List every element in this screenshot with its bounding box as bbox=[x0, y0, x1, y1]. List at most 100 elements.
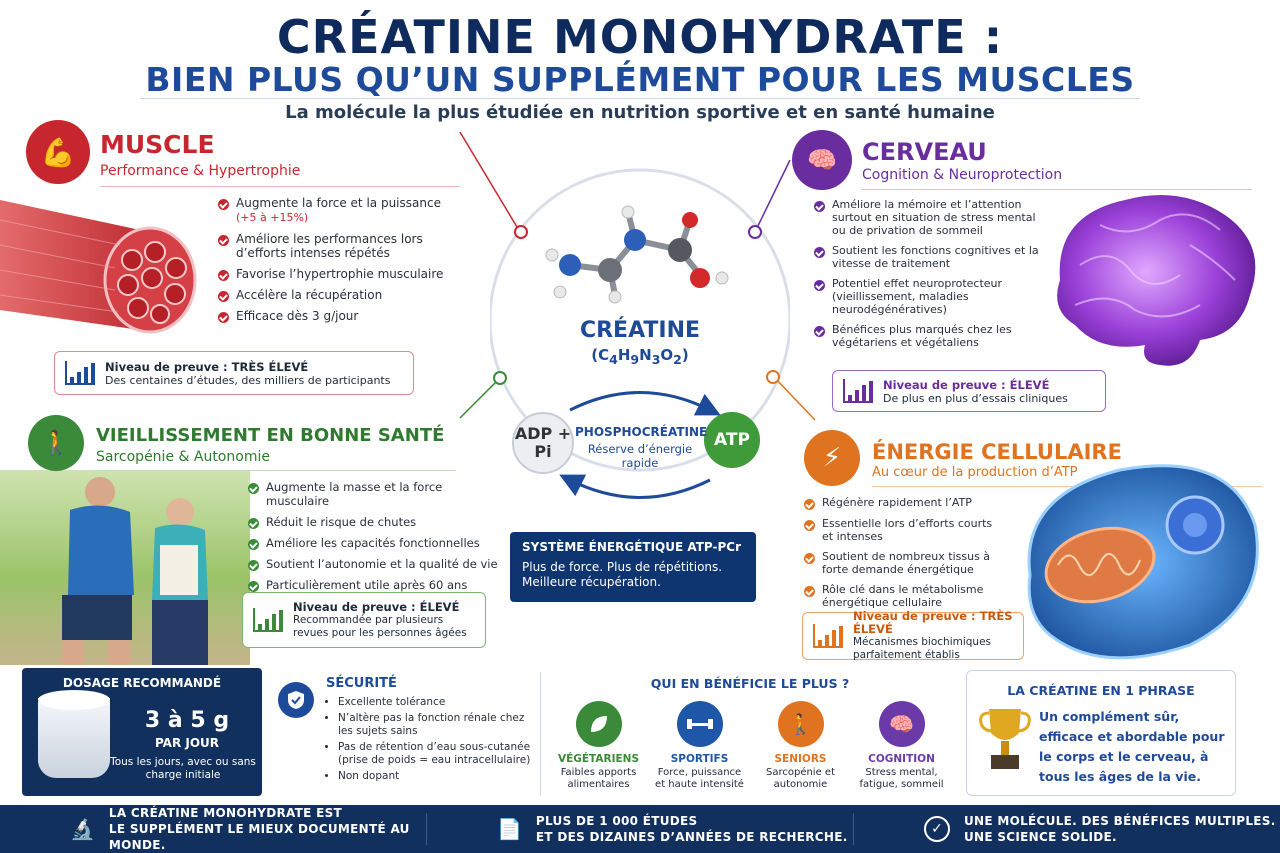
cerveau-divider bbox=[862, 189, 1252, 190]
atp-badge: ATP bbox=[704, 412, 760, 468]
footer-line: UNE SCIENCE SOLIDE. bbox=[964, 830, 1117, 844]
benefit-text: Augmente la masse et la force musculaire bbox=[266, 480, 443, 508]
footer-bar: 🔬 LA CRÉATINE MONOHYDRATE EST LE SUPPLÉME… bbox=[0, 805, 1280, 853]
check-icon bbox=[248, 518, 259, 529]
beneficiaires-title: QUI EN BÉNÉFICIE LE PLUS ? bbox=[650, 676, 850, 691]
cell-mitochondria-illustration bbox=[1027, 464, 1259, 660]
proof-title: Niveau de preuve : ÉLEVÉ bbox=[293, 599, 460, 614]
benefit-text: Améliore la mémoire et l’attention surto… bbox=[832, 198, 1036, 237]
group-seniors: 🚶 SENIORS Sarcopénie et autonomie bbox=[756, 701, 846, 791]
chart-bars-icon bbox=[813, 624, 843, 648]
list-item: Augmente la masse et la force musculaire bbox=[248, 480, 508, 508]
list-item: Essentielle lors d’efforts courts et int… bbox=[804, 517, 994, 543]
footer-line: LA CRÉATINE MONOHYDRATE EST bbox=[108, 806, 343, 820]
check-icon bbox=[814, 326, 825, 337]
securite-title: SÉCURITÉ bbox=[326, 676, 397, 691]
benefit-text: Particulièrement utile après 60 ans bbox=[266, 578, 468, 592]
group-vegetariens: VÉGÉTARIENS Faibles apports alimentaires bbox=[554, 701, 644, 791]
senior-walking-icon: 🚶 bbox=[28, 415, 84, 471]
benefit-text: Essentielle lors d’efforts courts et int… bbox=[822, 517, 993, 543]
document-icon: 📄 bbox=[497, 817, 522, 841]
proof-title: Niveau de preuve : TRÈS ÉLEVÉ bbox=[853, 609, 1013, 636]
muscle-benefits-list: Augmente la force et la puissance(+5 à +… bbox=[218, 196, 468, 330]
footer-line: LE SUPPLÉMENT LE MIEUX DOCUMENTÉ AU MOND… bbox=[108, 822, 410, 852]
central-diagram bbox=[490, 168, 790, 472]
benefit-text: Favorise l’hypertrophie musculaire bbox=[236, 267, 444, 281]
benefit-text: Améliore les capacités fonctionnelles bbox=[266, 536, 480, 550]
list-item: Soutient de nombreux tissus à forte dema… bbox=[804, 550, 994, 576]
vieillissement-title: VIEILLISSEMENT EN BONNE SANTÉ bbox=[96, 425, 445, 446]
phosphocreatine-title: PHOSPHOCRÉATINE bbox=[575, 425, 708, 439]
check-icon bbox=[814, 280, 825, 291]
group-label: COGNITION bbox=[868, 753, 935, 765]
atp-pcr-system-box: SYSTÈME ÉNERGÉTIQUE ATP-PCr Plus de forc… bbox=[510, 532, 756, 602]
phrase-title: LA CRÉATINE EN 1 PHRASE bbox=[1007, 683, 1195, 698]
benefit-text: Réduit le risque de chutes bbox=[266, 515, 417, 529]
trophy-icon bbox=[979, 705, 1031, 775]
list-item: Excellente tolérance bbox=[338, 696, 536, 709]
muscle-arm-icon: 💪 bbox=[26, 120, 90, 184]
footer-col-3: ✓ UNE MOLÉCULE. DES BÉNÉFICES MULTIPLES.… bbox=[853, 813, 1280, 845]
energie-subtitle: Au cœur de la production d’ATP bbox=[872, 465, 1078, 480]
phrase-box: LA CRÉATINE EN 1 PHRASE Un complément sû… bbox=[966, 670, 1236, 796]
list-item: Non dopant bbox=[338, 770, 536, 783]
securite-section: SÉCURITÉ Excellente tolérance N’altère p… bbox=[274, 670, 536, 796]
muscle-divider bbox=[100, 186, 460, 187]
list-item: Potentiel effet neuroprotecteur (vieilli… bbox=[814, 277, 1039, 316]
check-icon bbox=[814, 201, 825, 212]
footer-col-1: 🔬 LA CRÉATINE MONOHYDRATE EST LE SUPPLÉME… bbox=[0, 806, 426, 852]
benefit-text: Augmente la force et la puissance bbox=[236, 196, 441, 210]
check-icon bbox=[248, 560, 259, 571]
check-icon bbox=[218, 270, 229, 281]
vieillissement-benefits-list: Augmente la masse et la force musculaire… bbox=[248, 480, 508, 599]
powder-icon bbox=[38, 690, 110, 710]
proof-title: Niveau de preuve : ÉLEVÉ bbox=[883, 377, 1050, 392]
lightning-icon: ⚡ bbox=[804, 430, 860, 486]
footer-line: ET DES DIZAINES D’ANNÉES DE RECHERCHE. bbox=[535, 830, 848, 844]
dosage-note: Tous les jours, avec ou sans charge init… bbox=[110, 756, 256, 781]
dosage-per-day: PAR JOUR bbox=[154, 736, 220, 750]
proof-text: Recommandée par plusieurs revues pour le… bbox=[293, 613, 467, 639]
brain-icon: 🧠 bbox=[792, 130, 852, 190]
benefit-text: Efficace dès 3 g/jour bbox=[236, 309, 359, 323]
list-item: Réduit le risque de chutes bbox=[248, 515, 508, 529]
list-item: Bénéfices plus marqués chez les végétari… bbox=[814, 323, 1039, 349]
creatine-molecule-icon bbox=[545, 205, 729, 304]
check-icon bbox=[814, 247, 825, 258]
shield-icon bbox=[278, 682, 314, 718]
benefit-text: Soutient de nombreux tissus à forte dema… bbox=[822, 550, 991, 576]
list-item: Favorise l’hypertrophie musculaire bbox=[218, 267, 468, 281]
benefit-text: Rôle clé dans le métabolisme énergétique… bbox=[822, 583, 984, 609]
chart-bars-icon bbox=[843, 379, 873, 403]
benefit-text: Bénéfices plus marqués chez les végétari… bbox=[832, 323, 1012, 349]
beneficiaires-section: QUI EN BÉNÉFICIE LE PLUS ? VÉGÉTARIENS F… bbox=[548, 668, 952, 796]
check-icon bbox=[248, 581, 259, 592]
header-divider bbox=[140, 98, 1140, 99]
seniors-illustration bbox=[62, 477, 208, 665]
energie-divider bbox=[872, 486, 1262, 487]
list-item: Pas de rétention d’eau sous-cutanée (pri… bbox=[338, 741, 536, 767]
proof-text: Mécanismes biochimiques parfaitement éta… bbox=[853, 636, 992, 661]
dosage-amount: 3 à 5 g bbox=[144, 708, 230, 733]
group-label: SENIORS bbox=[774, 753, 827, 765]
atp-cycle-arrows bbox=[559, 391, 721, 499]
benefit-text: Accélère la récupération bbox=[236, 288, 383, 302]
group-sportifs: SPORTIFS Force, puissance et haute inten… bbox=[655, 701, 745, 791]
microscope-icon: 🔬 bbox=[70, 817, 95, 841]
scoop-icon bbox=[38, 698, 110, 778]
footer-line: UNE MOLÉCULE. DES BÉNÉFICES MULTIPLES. bbox=[964, 814, 1276, 828]
senior-icon: 🚶 bbox=[777, 701, 824, 747]
creatine-formula: (C4H9N3O2) bbox=[591, 346, 689, 367]
adp-badge: ADP + Pi bbox=[512, 412, 574, 474]
phosphocreatine-text: Réserve d’énergie rapide bbox=[587, 442, 693, 470]
muscle-fiber-illustration bbox=[0, 200, 197, 334]
list-item: Accélère la récupération bbox=[218, 288, 468, 302]
group-text: Force, puissance et haute intensité bbox=[655, 767, 744, 790]
muscle-subtitle: Performance & Hypertrophie bbox=[100, 163, 301, 179]
list-item: Améliore la mémoire et l’attention surto… bbox=[814, 198, 1039, 237]
benefit-text: Améliore les performances lors d’efforts… bbox=[236, 232, 423, 260]
benefit-text: Potentiel effet neuroprotecteur (vieilli… bbox=[832, 277, 1003, 316]
list-item: Particulièrement utile après 60 ans bbox=[248, 578, 508, 592]
